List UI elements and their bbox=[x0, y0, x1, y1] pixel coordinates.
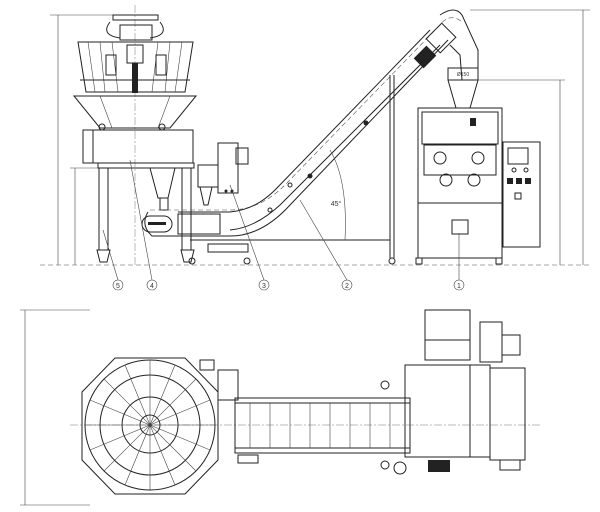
bucket-elevator: 45° bbox=[141, 9, 479, 265]
angle-label: 45° bbox=[331, 200, 342, 208]
svg-text:Ø150: Ø150 bbox=[457, 72, 469, 78]
elevation-view: 45° Ø150 bbox=[40, 5, 590, 291]
multihead-weigher bbox=[72, 5, 198, 265]
packing-machine: Ø150 bbox=[415, 67, 541, 265]
callout-3: 3 bbox=[262, 283, 266, 290]
callout-1: 1 bbox=[457, 283, 461, 290]
touch-screen bbox=[507, 147, 529, 165]
conveyor-top bbox=[217, 369, 411, 470]
feeding-hopper bbox=[197, 142, 249, 206]
callout-2: 2 bbox=[345, 283, 349, 290]
callout-4: 4 bbox=[150, 283, 154, 290]
weigher-top bbox=[81, 357, 219, 495]
callouts: 1 2 3 4 5 bbox=[102, 159, 465, 291]
plan-view bbox=[20, 309, 540, 506]
packing-machine-top bbox=[393, 309, 526, 475]
callout-5: 5 bbox=[116, 283, 120, 290]
